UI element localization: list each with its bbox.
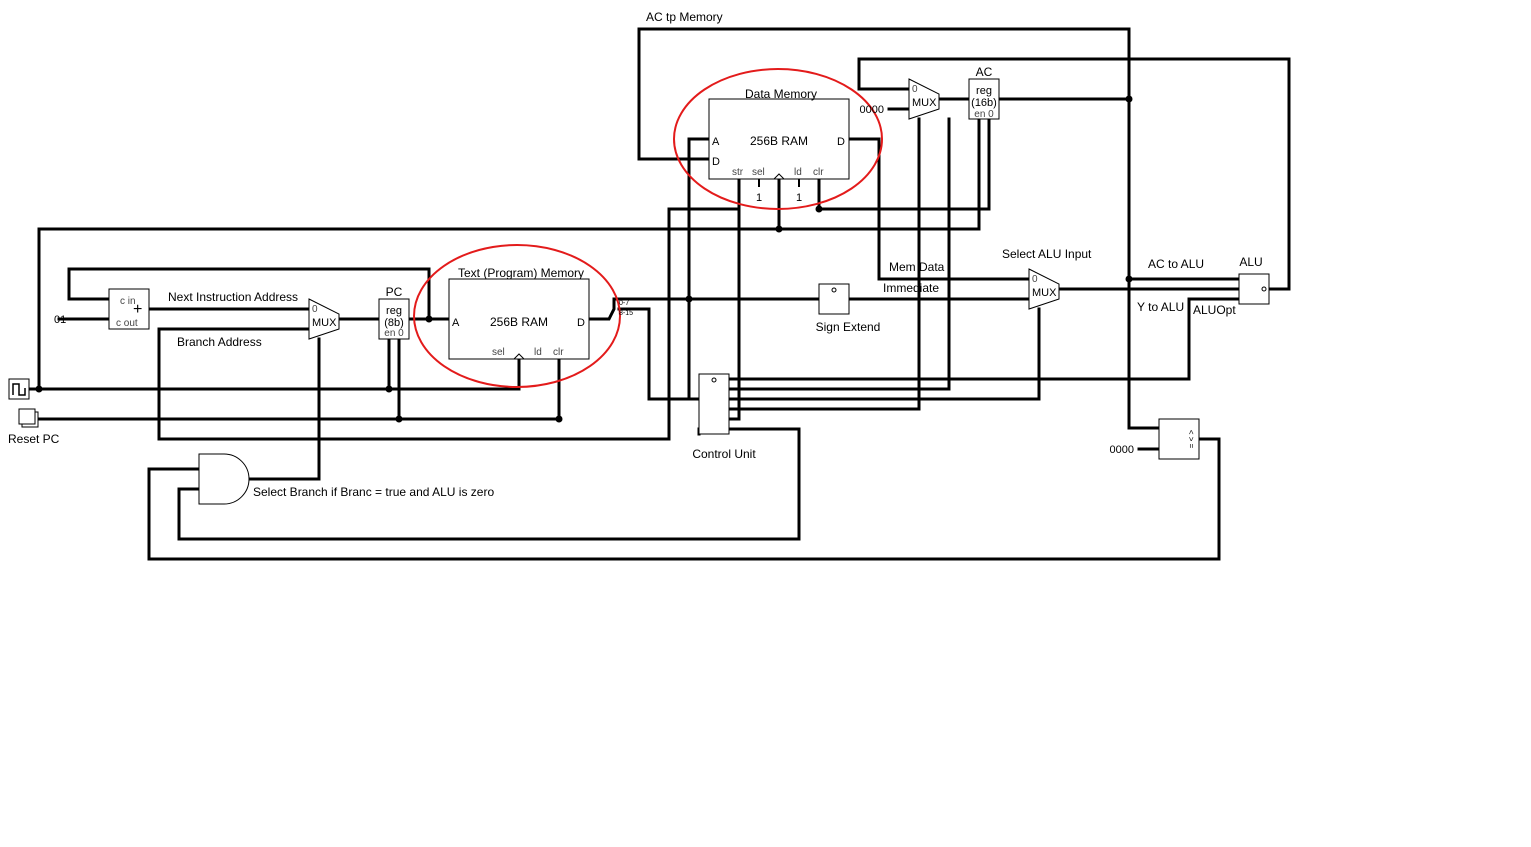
pc-label: PC (386, 285, 403, 299)
ac-mux-const: 0000 (860, 104, 884, 116)
comparator-label: = < > (1187, 429, 1196, 448)
data-memory-port-a: A (712, 136, 720, 148)
pc-mux-label: MUX (312, 317, 337, 329)
immediate-label: Immediate (883, 281, 939, 295)
branch-address-label: Branch Address (177, 335, 262, 349)
data-memory-label: Data Memory (745, 87, 817, 101)
alu-label: ALU (1239, 255, 1262, 269)
pc-increment-const: 01 (54, 314, 66, 326)
ac-reg-line2: (16b) (971, 97, 997, 109)
wire-labels: AC tp Memory Next Instruction Address Br… (168, 10, 1236, 499)
pc-register: PC reg (8b) en 0 (378, 285, 410, 340)
comparator: = < > 0000 (1110, 418, 1200, 460)
data-memory-port-d-out: D (837, 136, 845, 148)
control-unit-label: Control Unit (692, 447, 756, 461)
ac-to-memory-label: AC tp Memory (646, 10, 723, 24)
ac-mux-input0: 0 (912, 84, 918, 95)
pc-adder: c in c out + 01 (54, 288, 150, 330)
ac-mux-label: MUX (912, 97, 937, 109)
pc-mux-input0: 0 (312, 304, 318, 315)
and-gate (198, 453, 250, 505)
text-memory: Text (Program) Memory 256B RAM A D sel l… (448, 266, 590, 360)
text-memory-label: Text (Program) Memory (458, 266, 584, 280)
data-memory: Data Memory 256B RAM A D D str sel ld cl… (708, 87, 850, 204)
alu-mux-input0: 0 (1032, 274, 1038, 285)
y-to-alu-label: Y to ALU (1137, 300, 1184, 314)
sign-extend: Sign Extend (816, 283, 881, 334)
ac-label: AC (976, 65, 993, 79)
text-memory-pin-ld: ld (534, 347, 542, 358)
alu-mux-label: MUX (1032, 287, 1057, 299)
adder-cout: c out (116, 318, 138, 329)
reset-pc-button[interactable]: Reset PC (8, 408, 60, 446)
ac-to-alu-label: AC to ALU (1148, 257, 1204, 271)
text-memory-highlight (413, 244, 621, 388)
ac-mux: 0 MUX 0000 (860, 78, 940, 120)
sign-extend-label: Sign Extend (816, 320, 881, 334)
data-memory-pin-clr: clr (813, 167, 824, 178)
alu-input-mux: 0 MUX (1028, 268, 1060, 310)
adder-plus: + (133, 301, 142, 318)
splitter: 0-7 8-15 (619, 300, 633, 317)
mem-data-label: Mem Data (889, 260, 945, 274)
pc-reg-line2: (8b) (384, 317, 404, 329)
text-memory-port-d-out: D (577, 317, 585, 329)
junction-dots (35, 95, 1133, 423)
alu-opt-label: ALUOpt (1193, 303, 1236, 317)
data-memory-pin-sel: sel (752, 167, 765, 178)
data-memory-pin-ld: ld (794, 167, 802, 178)
data-memory-const-sel: 1 (756, 192, 762, 204)
pc-mux: 0 MUX (308, 298, 340, 340)
pc-reg-line1: reg (386, 305, 402, 317)
branch-select-note: Select Branch if Branc = true and ALU is… (253, 485, 494, 499)
pc-reg-line3: en 0 (384, 328, 404, 339)
next-instruction-address-label: Next Instruction Address (168, 290, 298, 304)
ac-reg-line3: en 0 (974, 109, 994, 120)
clock-icon[interactable] (8, 378, 30, 400)
data-memory-const-ld: 1 (796, 192, 802, 204)
data-memory-title: 256B RAM (750, 134, 808, 148)
splitter-hi: 0-7 (619, 300, 629, 307)
ac-register: AC reg (16b) en 0 (968, 65, 1000, 120)
data-memory-pin-str: str (732, 167, 744, 178)
text-memory-pin-sel: sel (492, 347, 505, 358)
data-memory-highlight (673, 68, 883, 210)
text-memory-pin-clr: clr (553, 347, 564, 358)
control-unit: Control Unit (692, 373, 756, 461)
text-memory-port-a: A (452, 317, 460, 329)
adder-cin: c in (120, 296, 136, 307)
comparator-const: 0000 (1110, 444, 1134, 456)
alu: ALU (1238, 255, 1270, 305)
reset-pc-label: Reset PC (8, 432, 60, 446)
splitter-lo: 8-15 (619, 310, 633, 317)
data-memory-port-d-in: D (712, 156, 720, 168)
text-memory-title: 256B RAM (490, 315, 548, 329)
ac-reg-line1: reg (976, 85, 992, 97)
select-alu-input-label: Select ALU Input (1002, 247, 1092, 261)
